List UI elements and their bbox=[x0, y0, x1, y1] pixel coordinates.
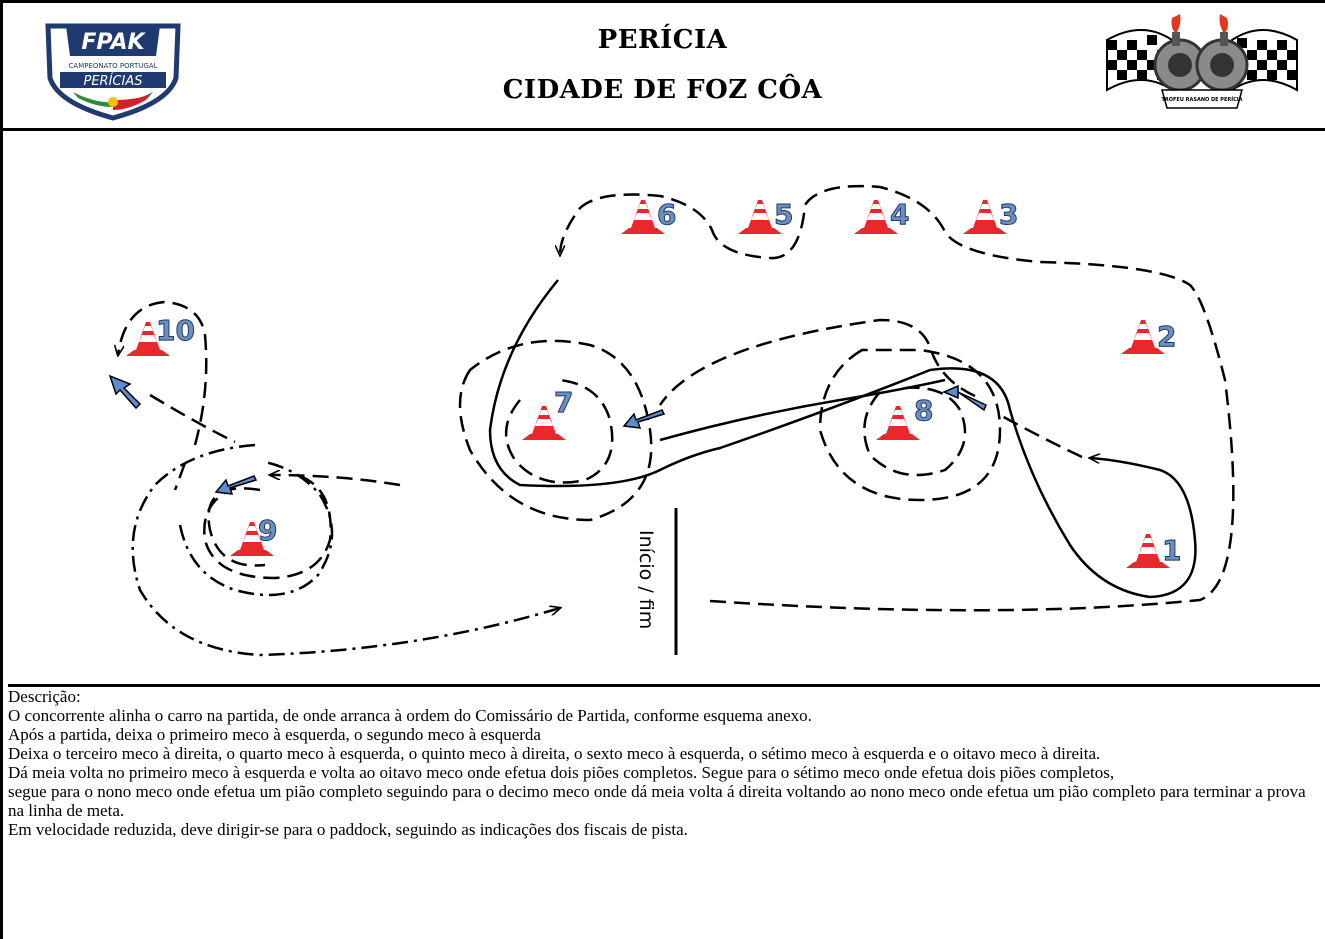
description-line: Em velocidade reduzida, deve dirigir-se … bbox=[8, 820, 688, 839]
dashed-route bbox=[118, 184, 1235, 612]
cone-2-label: 2 bbox=[1157, 320, 1176, 353]
fpak-logo: FPAK CAMPEONATO PORTUGAL PERÍCIAS bbox=[45, 23, 181, 121]
cone-4-label: 4 bbox=[890, 198, 909, 231]
cone-10-label: 10 bbox=[156, 314, 195, 347]
cone-1-label: 1 bbox=[1162, 534, 1181, 567]
description: Descrição: O concorrente alinha o carro … bbox=[8, 684, 1320, 839]
cone-6-label: 6 bbox=[657, 198, 676, 231]
cone-3-label: 3 bbox=[999, 198, 1018, 231]
description-line: Dá meia volta no primeiro meco à esquerd… bbox=[8, 763, 1115, 782]
cone-7: 7 bbox=[522, 386, 574, 440]
cone-8: 8 bbox=[876, 394, 934, 440]
page-title: PERÍCIA bbox=[597, 25, 728, 55]
cone-9-label: 9 bbox=[258, 514, 277, 547]
cone-6: 6 bbox=[621, 198, 677, 234]
header: FPAK CAMPEONATO PORTUGAL PERÍCIAS PERÍCI… bbox=[0, 0, 1325, 131]
course-diagram: Início / fim 1 2 3 4 5 6 7 8 9 10 bbox=[108, 184, 1235, 657]
blue-arrow-1 bbox=[942, 384, 987, 412]
start-finish-label: Início / fim bbox=[635, 530, 657, 629]
fpak-logo-line2: PERÍCIAS bbox=[84, 73, 143, 89]
turbo-icon bbox=[1153, 14, 1249, 92]
cone-7-label: 7 bbox=[554, 386, 573, 419]
description-line: Deixa o terceiro meco à direita, o quart… bbox=[8, 744, 1101, 763]
blue-arrows bbox=[108, 374, 987, 495]
description-line: O concorrente alinha o carro na partida,… bbox=[8, 706, 812, 725]
cone-2: 2 bbox=[1121, 320, 1177, 354]
solid-route bbox=[488, 279, 1197, 599]
trophy-logo-text: TROFEU RASANO DE PERÍCIA bbox=[1161, 95, 1242, 103]
fpak-logo-name: FPAK bbox=[81, 30, 146, 55]
description-line: segue para o nono meco onde efetua um pi… bbox=[8, 782, 1306, 820]
dashdot-route bbox=[131, 443, 560, 657]
blue-arrow-2 bbox=[622, 409, 666, 429]
cone-10: 10 bbox=[126, 314, 195, 356]
cone-5: 5 bbox=[738, 198, 794, 234]
blue-arrow-3 bbox=[214, 475, 258, 495]
trophy-logo: TROFEU RASANO DE PERÍCIA bbox=[1106, 14, 1298, 109]
cone-5-label: 5 bbox=[774, 198, 793, 231]
page-subtitle: CIDADE DE FOZ CÔA bbox=[502, 75, 823, 105]
blue-arrow-4 bbox=[108, 374, 142, 410]
cone-1: 1 bbox=[1126, 534, 1182, 568]
cone-9: 9 bbox=[230, 514, 278, 556]
description-heading: Descrição: bbox=[8, 687, 81, 706]
description-line: Após a partida, deixa o primeiro meco à … bbox=[8, 725, 541, 744]
fpak-logo-line1: CAMPEONATO PORTUGAL bbox=[69, 62, 158, 70]
cone-8-label: 8 bbox=[914, 394, 933, 427]
cone-4: 4 bbox=[854, 198, 910, 234]
cone-3: 3 bbox=[963, 198, 1019, 234]
